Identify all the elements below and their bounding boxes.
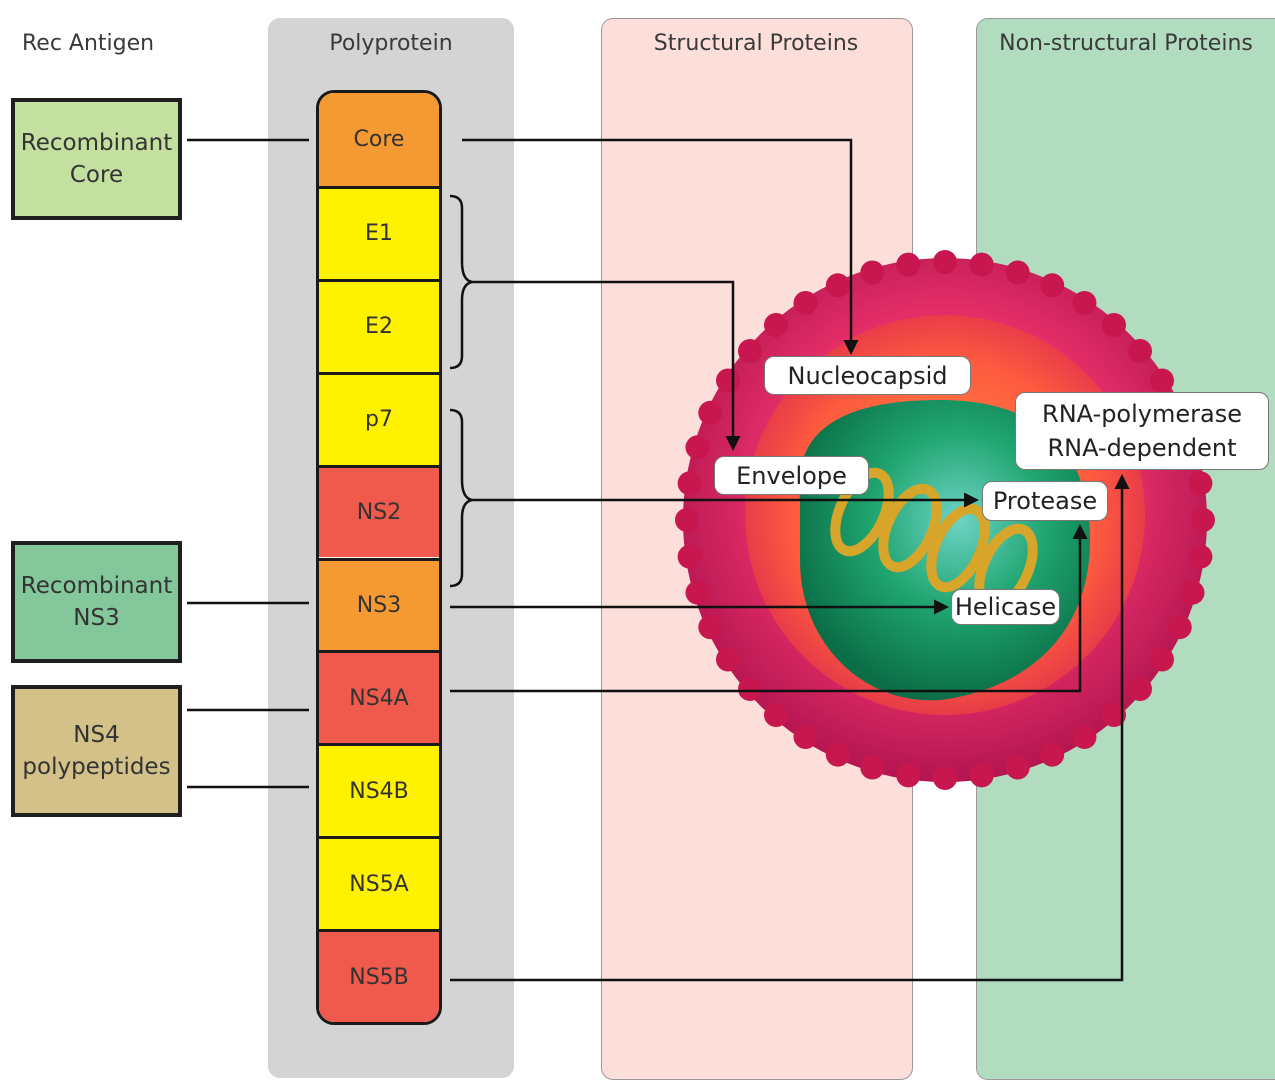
virus-spike — [677, 471, 702, 496]
recombinant-core-line1: Recombinant — [20, 130, 173, 156]
virus-spike — [716, 368, 740, 393]
polyprotein-segment-ns2: NS2 — [319, 464, 439, 558]
virus-spike — [738, 339, 762, 363]
virus-spike — [716, 647, 740, 672]
hcv-virus-diagram — [187, 138, 1215, 982]
virus-spike — [675, 508, 699, 532]
rna-polymerase-label: RNA-polymerase RNA-dependent — [1015, 392, 1269, 470]
polyprotein-segment-ns5a: NS5A — [319, 836, 439, 930]
virus-spike — [1188, 544, 1213, 569]
virus-spike — [685, 435, 710, 460]
virus-spike — [825, 273, 850, 298]
rna-polymerase-line1: RNA-polymerase — [1042, 400, 1242, 428]
virus-spike — [685, 580, 710, 605]
polyprotein-header: Polyprotein — [329, 31, 453, 56]
virus-spike — [933, 250, 957, 274]
ns4-polypeptides-box: NS4 polypeptides — [11, 685, 182, 817]
virus-spike — [1150, 647, 1174, 672]
virus-spike — [698, 400, 723, 425]
polyprotein-segment-e1: E1 — [319, 185, 439, 279]
polyprotein-segment-p7: p7 — [319, 371, 439, 465]
virus-spike — [698, 615, 723, 640]
virus-spike — [1005, 755, 1030, 780]
virus-spike — [1128, 677, 1152, 701]
virus-spike — [860, 260, 885, 285]
arrow-ns5b-to-rna-polymerase — [450, 474, 1130, 982]
structural-proteins-header: Structural Proteins — [653, 31, 859, 56]
polyprotein-segment-core: Core — [319, 93, 439, 186]
virus-spike — [1040, 273, 1065, 298]
arrow-ns4a-to-protease — [450, 524, 1088, 693]
virus-spike — [933, 766, 957, 790]
rec-antigen-header: Rec Antigen — [22, 31, 155, 56]
virus-particle — [675, 250, 1215, 790]
polyprotein-segment-e2: E2 — [319, 278, 439, 372]
virus-spike — [1102, 313, 1126, 337]
brace-e1-e2 — [449, 194, 473, 370]
virus-spike — [1040, 742, 1065, 767]
polyprotein-segment-ns5b: NS5B — [319, 929, 439, 1022]
virus-spike — [896, 252, 921, 277]
polyprotein-segment-ns4b: NS4B — [319, 743, 439, 837]
virus-spike — [860, 755, 885, 780]
virus-spike — [793, 725, 818, 749]
virus-spike — [764, 703, 788, 727]
recombinant-ns3-line1: Recombinant — [20, 573, 173, 599]
recombinant-core-box: Recombinant Core — [11, 98, 182, 220]
envelope-label: Envelope — [714, 456, 869, 495]
virus-spike — [1128, 339, 1152, 363]
virus-spike — [1188, 471, 1213, 496]
polyprotein-segment-ns4a: NS4A — [319, 650, 439, 744]
virus-spike — [793, 291, 818, 315]
rna-helix — [830, 467, 1038, 613]
recombinant-ns3-box: Recombinant NS3 — [11, 541, 182, 663]
virus-spike — [1180, 580, 1205, 605]
virus-spike — [1167, 615, 1192, 640]
virus-spike — [738, 677, 762, 701]
virus-spike — [764, 313, 788, 337]
virus-spike — [1005, 260, 1030, 285]
virus-spike — [1072, 725, 1097, 749]
virus-spike — [1072, 291, 1097, 315]
arrow-core-to-nucleocapsid — [462, 138, 859, 355]
virus-spike — [1150, 368, 1174, 393]
ns4-polypeptides-line2: polypeptides — [22, 754, 171, 780]
recombinant-ns3-line2: NS3 — [73, 605, 120, 631]
helicase-label: Helicase — [951, 589, 1060, 625]
virus-spike — [677, 544, 702, 569]
nucleocapsid-label: Nucleocapsid — [764, 356, 971, 395]
rna-polymerase-line2: RNA-dependent — [1047, 434, 1237, 462]
virus-spike — [896, 763, 921, 788]
protease-label: Protease — [982, 481, 1108, 521]
virus-spike — [969, 252, 994, 277]
virus-spike — [1191, 508, 1215, 532]
virus-spike — [825, 742, 850, 767]
brace-p7-ns3 — [449, 408, 473, 588]
virus-spike — [1102, 703, 1126, 727]
polyprotein-segment-ns3: NS3 — [319, 557, 439, 651]
non-structural-proteins-header: Non-structural Proteins — [999, 31, 1253, 56]
arrow-envelope-to-envelope — [472, 280, 741, 451]
ns4-polypeptides-line1: NS4 — [73, 722, 120, 748]
recombinant-core-line2: Core — [69, 162, 124, 188]
rec-antigen-connectors — [187, 138, 309, 789]
virus-spike — [969, 763, 994, 788]
